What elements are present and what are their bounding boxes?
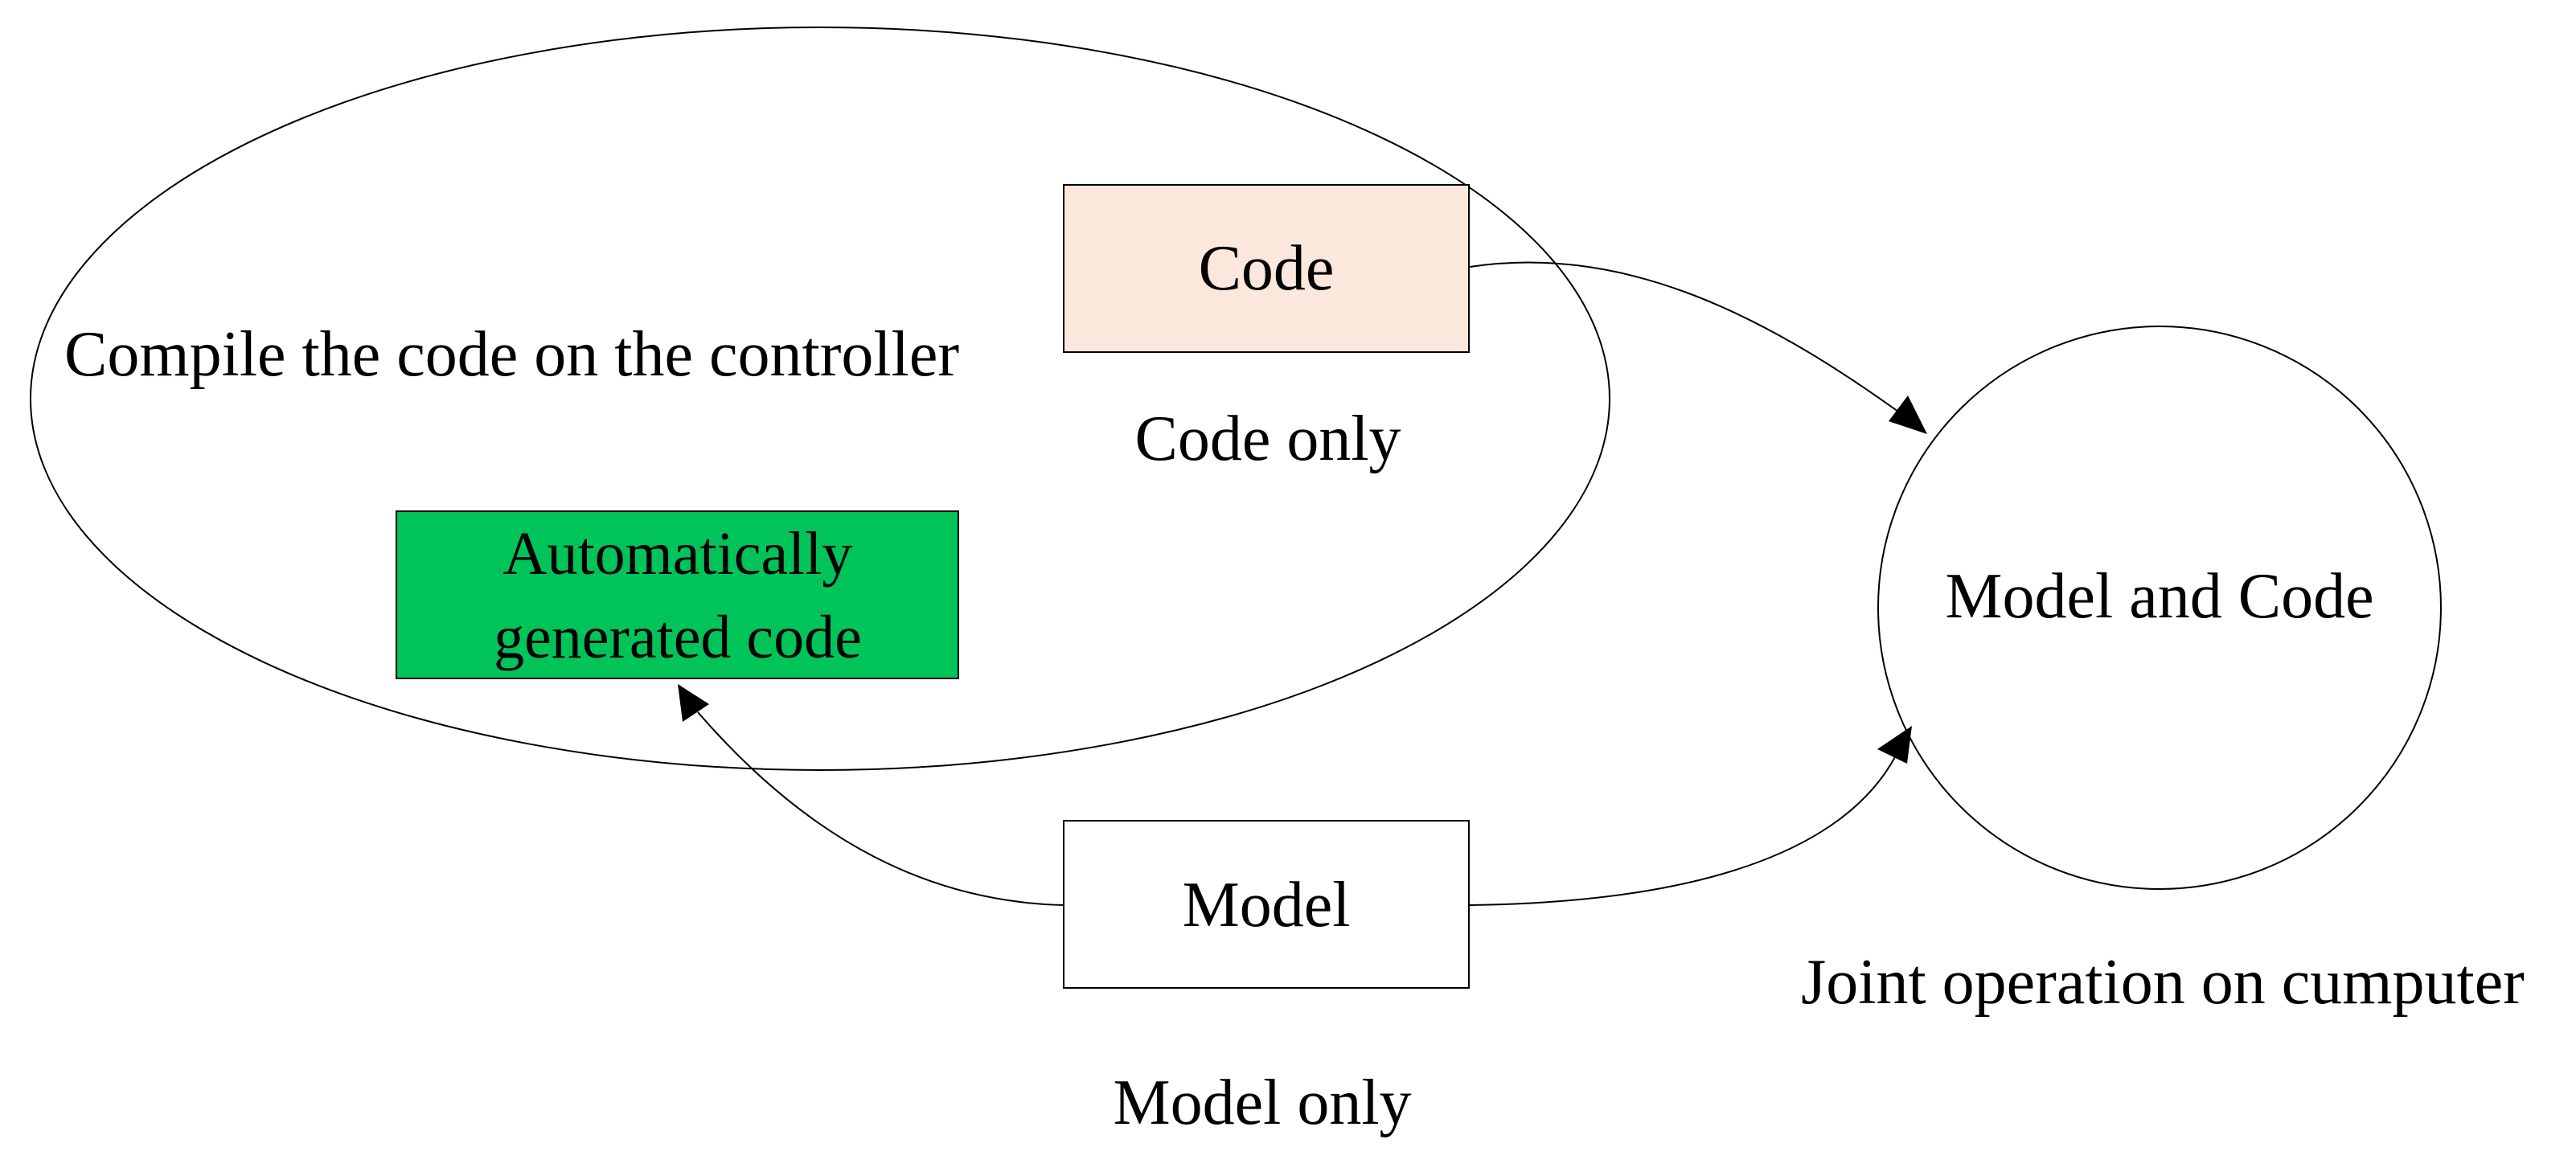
joint-circle-label: Model and Code — [1945, 561, 2373, 632]
edge-code-to-joint — [1469, 261, 1908, 419]
auto-code-label-line1: Automatically — [503, 520, 853, 588]
auto-code-box — [396, 510, 959, 679]
controller-ellipse — [30, 27, 1610, 771]
model-box-label: Model — [1183, 870, 1351, 940]
model-only-caption: Model only — [1113, 1068, 1411, 1138]
code-box — [1063, 184, 1470, 353]
joint-circle — [1877, 326, 2442, 890]
code-box-label: Code — [1199, 233, 1335, 304]
model-box — [1063, 820, 1470, 989]
edge-model-to-joint — [1469, 755, 1897, 906]
controller-label: Compile the code on the controller — [64, 319, 959, 390]
edge-model-to-joint-arrowhead — [1877, 726, 1912, 764]
joint-caption: Joint operation on cumputer — [1801, 947, 2525, 1018]
auto-code-label-line2: generated code — [494, 604, 862, 671]
code-only-caption: Code only — [1134, 404, 1401, 474]
edge-model-to-auto-code — [697, 711, 1064, 906]
edge-model-to-auto-code-arrowhead — [678, 684, 709, 722]
edge-code-to-joint-arrowhead — [1889, 395, 1927, 434]
